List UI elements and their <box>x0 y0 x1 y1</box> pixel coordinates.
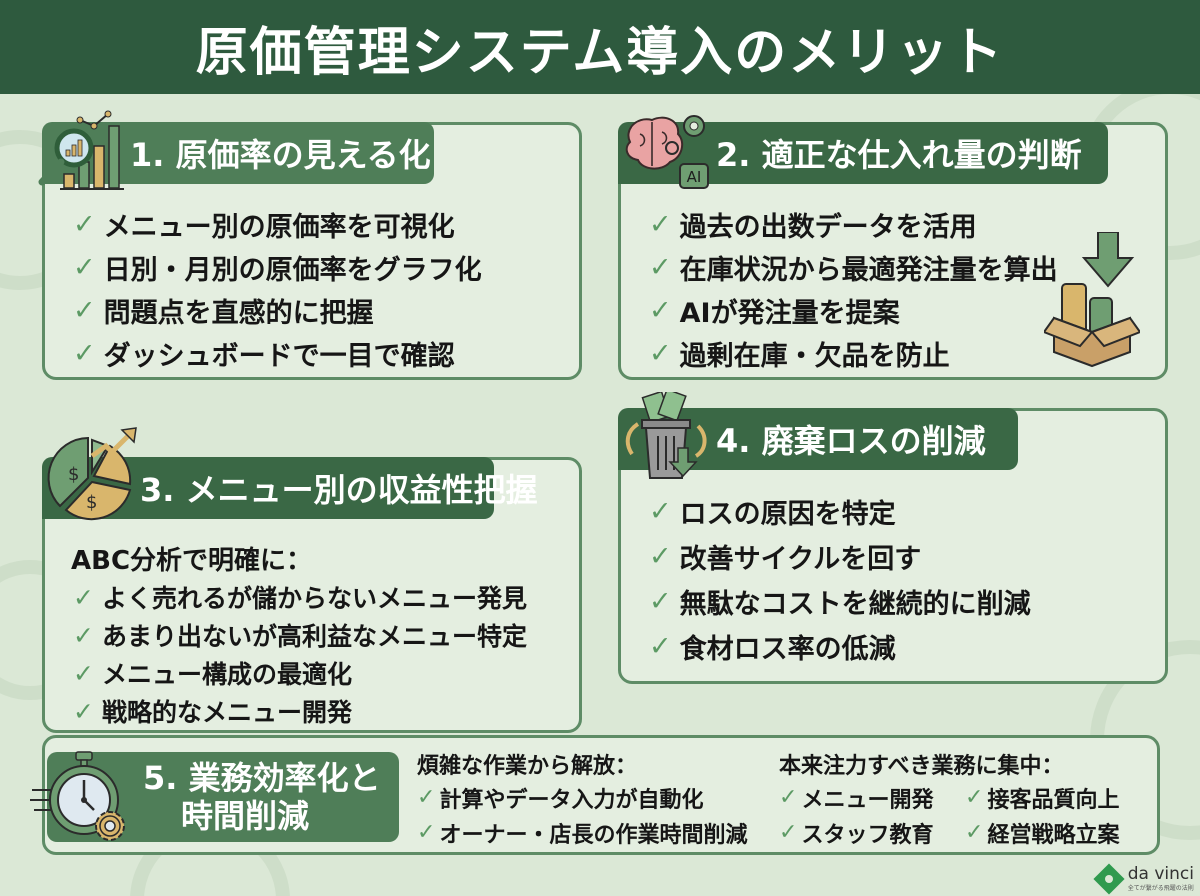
card-4-list: ✓ロスの原因を特定 ✓改善サイクルを回す ✓無駄なコストを継続的に削減 ✓食材ロ… <box>649 489 1031 669</box>
page-header: 原価管理システム導入のメリット <box>0 0 1200 94</box>
check-icon: ✓ <box>779 785 798 810</box>
card-2-list: ✓過去の出数データを活用 ✓在庫状況から最適発注量を算出 ✓AIが発注量を提案 … <box>649 203 1058 375</box>
group-2-list-col2: ✓接客品質向上 ✓経営戦略立案 <box>965 780 1119 850</box>
check-icon: ✓ <box>649 631 672 662</box>
list-item: ✓在庫状況から最適発注量を算出 <box>649 252 1058 286</box>
check-icon: ✓ <box>649 252 672 283</box>
list-item: ✓よく売れるが儲からないメニュー発見 <box>73 582 527 614</box>
logo-tagline: 全てが繋がる飛躍の法則 <box>1127 885 1194 892</box>
ai-brain-gear-icon: AI <box>625 115 709 189</box>
list-item: ✓ロスの原因を特定 <box>649 496 896 530</box>
stopwatch-gear-icon <box>30 751 125 841</box>
check-icon: ✓ <box>417 820 436 845</box>
card-efficiency-time-saving: 5. 業務効率化と 時間削減 煩雑な作業から解放： ✓計算やデータ入力が自動化 … <box>42 735 1160 855</box>
check-icon: ✓ <box>649 496 672 527</box>
check-icon: ✓ <box>649 541 672 572</box>
list-item: ✓オーナー・店長の作業時間削減 <box>417 820 748 848</box>
group-1-lead: 煩雑な作業から解放： <box>417 754 638 779</box>
list-item: ✓メニュー開発 <box>779 785 934 813</box>
check-icon: ✓ <box>649 586 672 617</box>
list-item: ✓過去の出数データを活用 <box>649 209 977 243</box>
check-icon: ✓ <box>73 582 94 612</box>
card-3-list: ✓よく売れるが儲からないメニュー発見 ✓あまり出ないが高利益なメニュー特定 ✓メ… <box>73 578 527 730</box>
card-3-title: 3. メニュー別の収益性把握 <box>140 471 538 509</box>
check-icon: ✓ <box>73 696 94 726</box>
list-item: ✓食材ロス率の低減 <box>649 631 896 665</box>
list-item: ✓計算やデータ入力が自動化 <box>417 785 704 813</box>
list-item: ✓AIが発注量を提案 <box>649 295 900 329</box>
card-1-list: ✓メニュー別の原価率を可視化 ✓日別・月別の原価率をグラフ化 ✓問題点を直感的に… <box>73 203 482 375</box>
card-waste-loss-reduction: 4. 廃棄ロスの削減 ✓ロスの原因を特定 ✓改善サイクルを回す ✓無駄なコストを… <box>618 408 1168 684</box>
check-icon: ✓ <box>649 295 672 326</box>
check-icon: ✓ <box>73 620 94 650</box>
logo-diamond-icon <box>1093 863 1125 895</box>
card-cost-rate-visualization: 1. 原価率の見える化 ✓メニュー別の原価率を可視化 ✓日別・月別の原価率をグラ… <box>42 122 582 380</box>
list-item: ✓日別・月別の原価率をグラフ化 <box>73 252 482 286</box>
svg-text:AI: AI <box>687 168 702 186</box>
svg-text:$: $ <box>86 492 97 513</box>
pie-chart-dollar-arrow-icon: $ $ <box>47 427 137 521</box>
card-5-title-line2: 時間削減 <box>181 797 310 835</box>
card-1-title: 1. 原価率の見える化 <box>130 136 431 174</box>
card-menu-profitability: 3. メニュー別の収益性把握 ABC分析で明確に： ✓よく売れるが儲からないメニ… <box>42 457 582 733</box>
box-coins-down-arrow-icon <box>1044 232 1140 368</box>
check-icon: ✓ <box>965 820 984 845</box>
da-vinci-logo: da vinci 全てが繋がる飛躍の法則 <box>1093 863 1194 895</box>
list-item: ✓戦略的なメニュー開発 <box>73 696 352 728</box>
check-icon: ✓ <box>649 209 672 240</box>
svg-text:$: $ <box>68 464 79 485</box>
check-icon: ✓ <box>73 658 94 688</box>
trash-can-money-icon <box>625 392 707 479</box>
card-5-title-line1: 5. 業務効率化と <box>143 758 381 797</box>
card-4-title: 4. 廃棄ロスの削減 <box>716 422 986 460</box>
check-icon: ✓ <box>73 338 96 369</box>
list-item: ✓問題点を直感的に把握 <box>73 295 374 329</box>
list-item: ✓接客品質向上 <box>965 785 1120 813</box>
list-item: ✓過剰在庫・欠品を防止 <box>649 338 950 372</box>
group-1-list: ✓計算やデータ入力が自動化 ✓オーナー・店長の作業時間削減 <box>417 780 747 850</box>
list-item: ✓改善サイクルを回す <box>649 541 922 575</box>
check-icon: ✓ <box>965 785 984 810</box>
check-icon: ✓ <box>73 252 96 283</box>
card-1-title-tab: 1. 原価率の見える化 <box>42 122 434 184</box>
page-title: 原価管理システム導入のメリット <box>195 22 1005 83</box>
list-item: ✓スタッフ教育 <box>779 820 934 848</box>
list-item: ✓ダッシュボードで一目で確認 <box>73 338 455 372</box>
magnifier-bar-chart-icon <box>38 110 124 190</box>
check-icon: ✓ <box>779 820 798 845</box>
list-item: ✓メニュー構成の最適化 <box>73 658 352 690</box>
check-icon: ✓ <box>649 338 672 369</box>
group-2-lead: 本来注力すべき業務に集中： <box>779 754 1064 779</box>
check-icon: ✓ <box>73 209 96 240</box>
group-2-list-col1: ✓メニュー開発 ✓スタッフ教育 <box>779 780 933 850</box>
abc-analysis-lead: ABC分析で明確に： <box>71 546 313 576</box>
check-icon: ✓ <box>417 785 436 810</box>
list-item: ✓あまり出ないが高利益なメニュー特定 <box>73 620 527 652</box>
card-2-title: 2. 適正な仕入れ量の判断 <box>716 136 1082 174</box>
list-item: ✓無駄なコストを継続的に削減 <box>649 586 1031 620</box>
logo-name: da vinci <box>1127 864 1194 884</box>
check-icon: ✓ <box>73 295 96 326</box>
list-item: ✓メニュー別の原価率を可視化 <box>73 209 455 243</box>
list-item: ✓経営戦略立案 <box>965 820 1120 848</box>
